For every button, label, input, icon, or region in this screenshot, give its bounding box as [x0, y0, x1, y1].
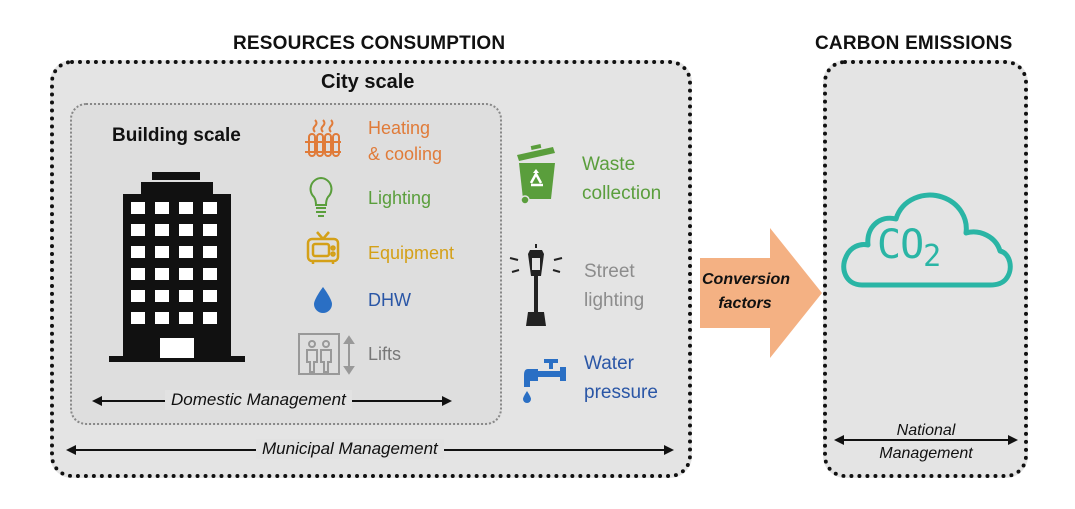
water-pressure-label: Water pressure: [584, 353, 658, 403]
lightbulb-icon: [309, 176, 333, 217]
water-drop-icon: [314, 287, 332, 313]
dhw-label: DHW: [368, 290, 411, 310]
building-scale-title: Building scale: [112, 125, 241, 146]
tv-icon: [306, 231, 340, 264]
carbon-emissions-header: CARBON EMISSIONS: [815, 33, 1013, 54]
co2-main: CO: [877, 222, 924, 268]
heating-cooling-label: Heating & cooling: [368, 118, 443, 164]
national-management-arrow: [834, 435, 1018, 445]
building-window: [131, 246, 145, 258]
street-lighting-label: Street lighting: [584, 261, 645, 311]
building-icon: [109, 172, 245, 362]
carbon-emissions-box: [823, 60, 1028, 478]
co2-subscript: 2: [923, 239, 941, 274]
building-window: [203, 290, 217, 302]
lifts-label: Lifts: [368, 344, 402, 364]
resources-consumption-header: RESOURCES CONSUMPTION: [233, 33, 506, 54]
building-window: [179, 312, 193, 324]
waste-collection-label: Waste collection: [582, 154, 662, 204]
building-window: [179, 246, 193, 258]
conversion-factors-label: Conversion factors: [702, 271, 791, 312]
building-window: [155, 312, 169, 324]
building-window: [131, 268, 145, 280]
conversion-arrow: [700, 228, 822, 358]
recycle-bin-icon: [517, 144, 555, 205]
building-window: [155, 290, 169, 302]
water-tap-icon: [523, 359, 566, 403]
building-window: [155, 246, 169, 258]
building-window: [179, 268, 193, 280]
building-window: [131, 224, 145, 236]
building-window: [203, 224, 217, 236]
equipment-label: Equipment: [368, 243, 455, 263]
municipal-management-label: Municipal Management: [256, 439, 444, 459]
domestic-management-label: Domestic Management: [165, 390, 352, 410]
building-window: [155, 202, 169, 214]
building-window: [203, 246, 217, 258]
radiator-icon: [305, 119, 341, 157]
building-window: [179, 224, 193, 236]
street-lamp-icon: [509, 244, 563, 326]
building-window: [179, 290, 193, 302]
building-window: [203, 268, 217, 280]
elevator-icon: [298, 333, 355, 375]
building-window: [203, 202, 217, 214]
building-window: [203, 312, 217, 324]
building-window: [131, 290, 145, 302]
building-window: [155, 268, 169, 280]
co2-cloud-icon: [841, 192, 1013, 288]
building-window: [179, 202, 193, 214]
co2-text: CO2: [877, 222, 941, 274]
building-window: [155, 224, 169, 236]
city-scale-title: City scale: [321, 71, 415, 93]
building-window: [131, 202, 145, 214]
building-window: [131, 312, 145, 324]
lighting-label: Lighting: [368, 188, 432, 208]
national-management-label: National Management: [879, 422, 973, 462]
